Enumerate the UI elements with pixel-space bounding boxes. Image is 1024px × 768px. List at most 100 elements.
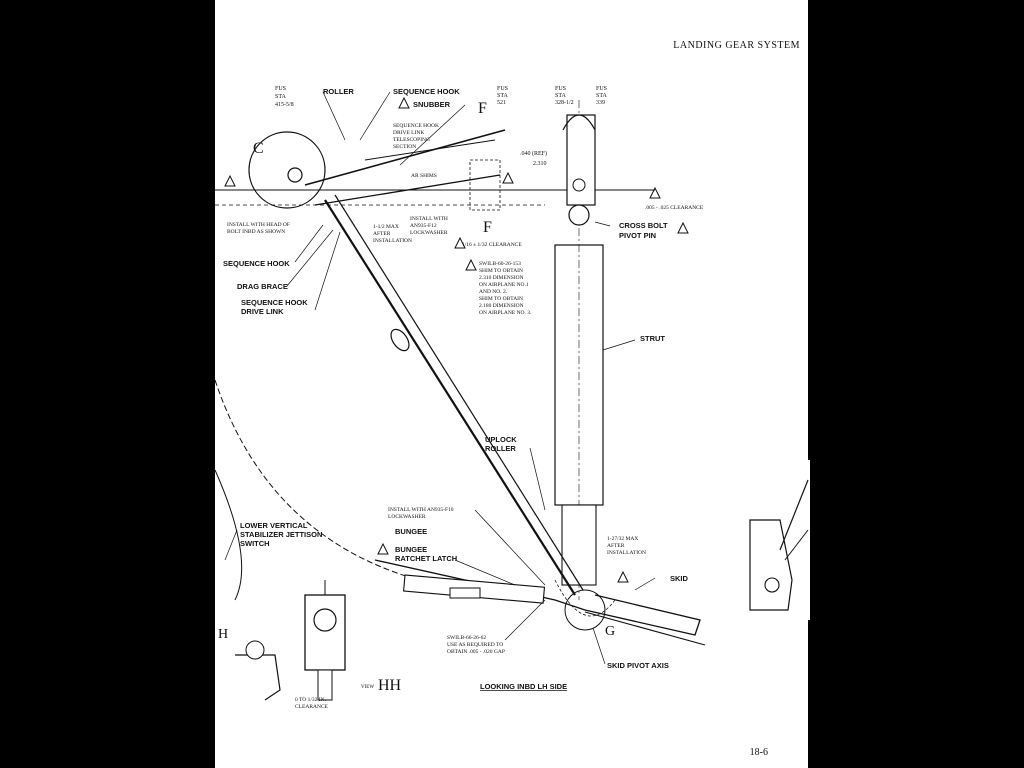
top-fitting-ears xyxy=(562,114,596,131)
max-install-2: AFTER xyxy=(373,231,391,237)
label-view-hh: HH xyxy=(378,677,402,694)
fus-sta-1-c: 415-5/8 xyxy=(275,102,294,108)
label-seq-hook-drive-line: SEQUENCE HOOK DRIVE LINK TELESCOPING SEC… xyxy=(393,123,439,150)
label-dim-040: .040 (REF) xyxy=(520,150,547,157)
label-swilb-shim: SWILB-66-26-62 USE AS REQUIRED TO OBTAIN… xyxy=(447,635,505,655)
fus-sta-4-a: FUS xyxy=(596,86,607,92)
label-install-head: INSTALL WITH HEAD OF BOLT INBD AS SHOWN xyxy=(227,222,290,235)
label-clearance-hh: 0 TO 1/32 IN. CLEARANCE xyxy=(295,697,329,710)
adjacent-page-fragment xyxy=(740,460,810,620)
label-view-prefix: VIEW xyxy=(361,685,374,690)
fus-sta-3-a: FUS xyxy=(555,86,566,92)
fus-sta-1-b: STA xyxy=(275,94,287,100)
label-install-with: INSTALL WITH AN935-F12 LOCKWASHER xyxy=(410,216,448,236)
jettison-switch xyxy=(235,654,281,701)
fus-sta-2-c: 521 xyxy=(497,100,506,106)
strut-top-fitting xyxy=(566,114,596,206)
label-cross-bolt: CROSS BOLT xyxy=(619,221,668,230)
label-max-install: 1-1/2 MAX AFTER INSTALLATION xyxy=(373,224,412,244)
label-skid: SKID xyxy=(670,574,689,583)
shim-note-8: ON AIRPLANE NO. 3. xyxy=(479,310,532,316)
label-clearance-top: .005 - .025 CLEARANCE xyxy=(645,205,704,211)
label-looking-inbd: LOOKING INBD LH SIDE xyxy=(480,682,567,691)
page-header-title: LANDING GEAR SYSTEM xyxy=(673,40,800,51)
install-with-3: LOCKWASHER xyxy=(410,230,448,236)
clearance-hh-2: CLEARANCE xyxy=(295,704,329,710)
uplock-1: UPLOCK xyxy=(485,435,517,444)
view-hh-body xyxy=(304,594,346,671)
fus-sta-3-c: 328-1/2 xyxy=(555,100,574,106)
shim-note-4: ON AIRPLANE NO.1 xyxy=(479,282,529,288)
max-install-3: INSTALLATION xyxy=(373,238,412,244)
label-drag-brace: DRAG BRACE xyxy=(237,282,288,291)
skid-pivot-dashed xyxy=(554,579,616,617)
pivot-pin-circle xyxy=(568,204,590,226)
detail-c-circle xyxy=(248,131,326,209)
snubber xyxy=(304,129,506,186)
label-bungee-ratchet: BUNGEE RATCHET LATCH xyxy=(395,545,457,563)
label-shim-note: SWILB-60-26-153 SHIM TO OBTAIN 2.310 DIM… xyxy=(479,261,532,316)
label-detail-h: H xyxy=(218,627,228,642)
roller-circle xyxy=(287,167,303,183)
label-roller: ROLLER xyxy=(323,87,354,96)
shim-note-6: SHIM TO OBTAIN xyxy=(479,296,523,302)
fus-sta-2-a: FUS xyxy=(497,86,508,92)
drag-brace-joint xyxy=(390,328,410,352)
fus-sta-4-b: STA xyxy=(596,93,608,99)
seq-drive-line-1: SEQUENCE HOOK xyxy=(393,123,439,129)
fus-sta-4: FUS STA 339 xyxy=(596,86,608,106)
label-clearance-mid: 1/16 ± 1/32 CLEARANCE xyxy=(462,242,522,248)
install-with-1: INSTALL WITH xyxy=(410,216,448,222)
uplock-2: ROLLER xyxy=(485,444,516,453)
lower-vert-1: LOWER VERTICAL xyxy=(240,521,308,530)
install-with-2: AN935-F12 xyxy=(410,223,437,229)
clearance-hh-1: 0 TO 1/32 IN. xyxy=(295,697,327,703)
seq-drive-line-3: TELESCOPING xyxy=(393,137,430,143)
drive-link xyxy=(314,174,501,206)
fus-sta-3-b: STA xyxy=(555,93,567,99)
lower-vert-3: SWITCH xyxy=(240,539,270,548)
label-strut: STRUT xyxy=(640,334,665,343)
shim-note-2: SHIM TO OBTAIN xyxy=(479,268,523,274)
left-fuselage-arc xyxy=(215,469,243,601)
fus-sta-4-c: 339 xyxy=(596,100,605,106)
label-sequence-hook: SEQUENCE HOOK xyxy=(223,259,290,268)
label-max-after: 1-27/32 MAX AFTER INSTALLATION xyxy=(607,536,646,556)
swilb-shim-2: USE AS REQUIRED TO xyxy=(447,642,503,648)
label-skid-pivot-axis: SKID PIVOT AXIS xyxy=(607,661,669,670)
drag-brace-2 xyxy=(334,194,584,591)
page-number: 18-6 xyxy=(749,747,768,758)
seq-drive-line-2: DRIVE LINK xyxy=(393,130,424,136)
install-head-1: INSTALL WITH HEAD OF xyxy=(227,222,290,228)
sweep-arc xyxy=(215,379,466,591)
shim-note-1: SWILB-60-26-153 xyxy=(479,261,521,267)
label-sequence-hook-top: SEQUENCE HOOK xyxy=(393,87,460,96)
fus-sta-2-b: STA xyxy=(497,93,509,99)
max-after-2: AFTER xyxy=(607,543,625,549)
install-head-2: BOLT INBD AS SHOWN xyxy=(227,229,285,235)
view-hh-circle xyxy=(313,608,337,632)
bungee-ratchet-1: BUNGEE xyxy=(395,545,427,554)
warning-triangles xyxy=(224,96,689,583)
skid-pivot-circle xyxy=(564,589,606,631)
max-after-3: INSTALLATION xyxy=(607,550,646,556)
install-an935-2: LOCKWASHER xyxy=(388,514,426,520)
shim-note-7: 2.180 DIMENSION xyxy=(479,303,524,309)
install-an935-1: INSTALL WITH AN935-F10 xyxy=(388,507,454,513)
swilb-shim-1: SWILB-66-26-62 xyxy=(447,635,486,641)
label-dim-2310: 2.310 xyxy=(533,161,547,167)
seq-drive-line-4: SECTION xyxy=(393,144,416,150)
label-detail-f-bottom: F xyxy=(483,219,492,236)
label-shims: AR SHIMS xyxy=(411,173,437,179)
drag-brace xyxy=(324,199,576,596)
detail-f-box xyxy=(469,159,501,211)
swilb-shim-3: OBTAIN .005 - .020 GAP xyxy=(447,649,505,655)
fus-sta-2: FUS STA 521 xyxy=(497,86,509,106)
label-seq-hook-drive-link: SEQUENCE HOOK DRIVE LINK xyxy=(241,298,308,316)
label-detail-g: G xyxy=(605,624,615,639)
leader-lines xyxy=(224,91,656,665)
label-bungee: BUNGEE xyxy=(395,527,427,536)
label-detail-f-top: F xyxy=(478,100,487,117)
strut-lower-tube xyxy=(561,504,597,586)
fus-sta-3: FUS STA 328-1/2 xyxy=(555,86,574,106)
